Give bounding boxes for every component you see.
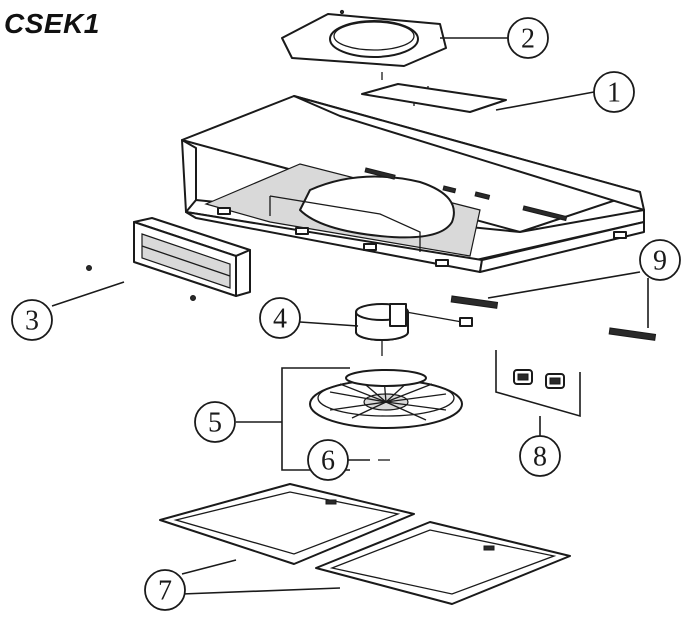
callout-8-number: 8 bbox=[533, 442, 547, 473]
model-title: CSEK1 bbox=[4, 8, 100, 39]
blower-wheel bbox=[309, 369, 463, 429]
grease-filters bbox=[159, 483, 571, 605]
callout-9-number: 9 bbox=[653, 246, 667, 277]
callout-9: 9 bbox=[639, 239, 681, 281]
callout-3: 3 bbox=[11, 299, 53, 341]
range-hood-body bbox=[181, 95, 645, 273]
blower-motor bbox=[355, 303, 473, 356]
callout-5-number: 5 bbox=[208, 408, 222, 439]
callout-4: 4 bbox=[259, 297, 301, 339]
callout-1: 1 bbox=[593, 71, 635, 113]
damper-housing bbox=[86, 217, 251, 301]
light-sockets bbox=[495, 350, 581, 418]
callout-7-number: 7 bbox=[158, 576, 172, 607]
top-bracket bbox=[361, 83, 507, 113]
duct-collar-plate bbox=[281, 9, 447, 67]
callout-6: 6 bbox=[307, 439, 349, 481]
switch-clips bbox=[450, 295, 657, 341]
callout-6-number: 6 bbox=[321, 446, 335, 477]
callout-8: 8 bbox=[519, 435, 561, 477]
callout-3-number: 3 bbox=[25, 306, 39, 337]
callout-1-number: 1 bbox=[607, 78, 621, 109]
callout-2-number: 2 bbox=[521, 24, 535, 55]
callout-7: 7 bbox=[144, 569, 186, 611]
callout-4-number: 4 bbox=[273, 304, 287, 335]
callout-5: 5 bbox=[194, 401, 236, 443]
callout-2: 2 bbox=[507, 17, 549, 59]
